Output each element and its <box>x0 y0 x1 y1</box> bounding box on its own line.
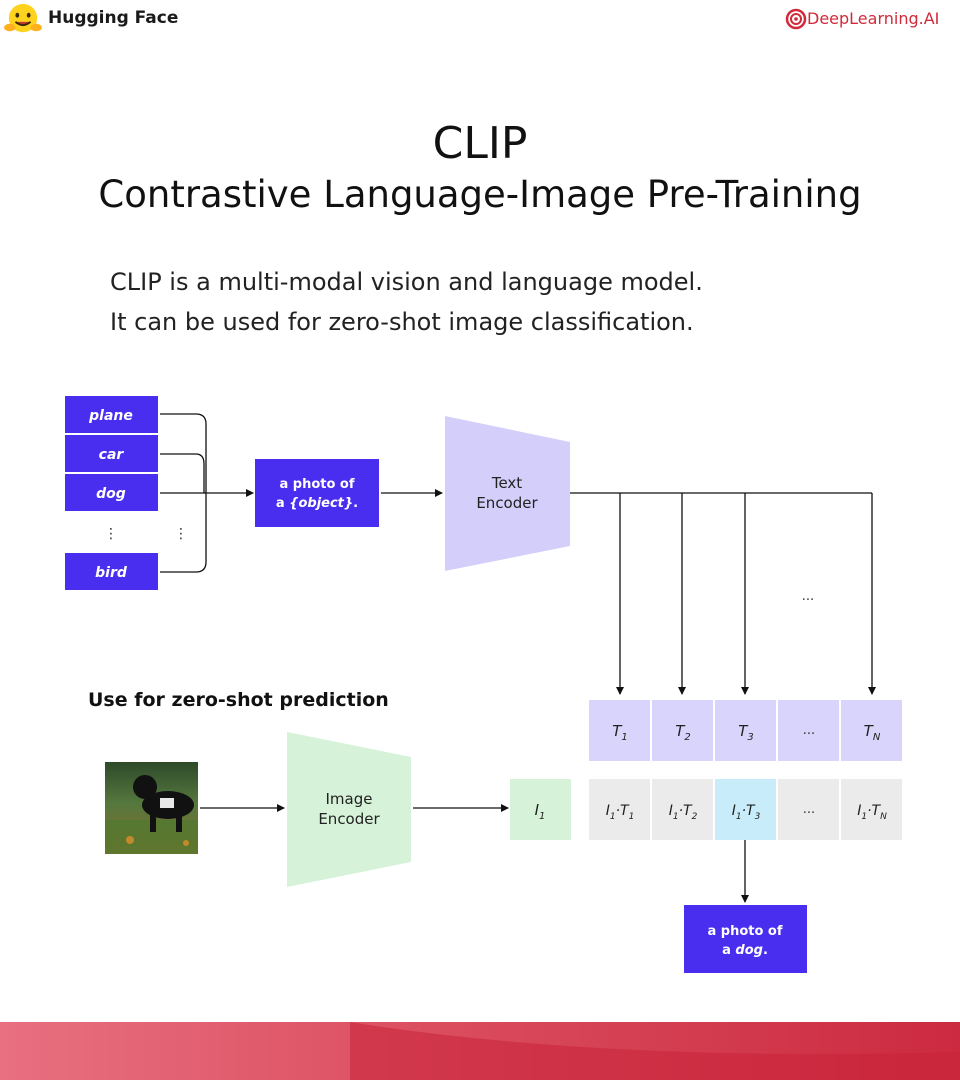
brand-name-hugging-face: Hugging Face <box>48 8 179 28</box>
clip-diagram: plane car dog ⋮ ⋮ bird a photo of a {obj… <box>65 396 902 973</box>
label-box-car: car <box>65 435 158 472</box>
image-encoder: Image Encoder <box>287 732 411 887</box>
text-encoder-line-2: Encoder <box>476 494 538 512</box>
footer-band <box>0 1022 960 1080</box>
dot-cell-n: I1·TN <box>857 803 887 822</box>
label-ellipsis-left: ⋮ <box>104 526 118 542</box>
result-line-1: a photo of <box>707 924 782 939</box>
hugging-face-logo-icon <box>4 3 42 33</box>
result-line-2: a dog. <box>722 943 768 958</box>
prediction-result-box: a photo of a dog. <box>684 905 807 973</box>
label-box-bird: bird <box>65 553 158 590</box>
dog-photo <box>105 762 198 854</box>
t-cell-ellipsis: ... <box>803 723 815 738</box>
dot-cell-1: I1·T1 <box>606 803 635 822</box>
t-cell-2: T2 <box>675 722 691 743</box>
page-title: CLIP <box>432 118 528 169</box>
text-encoder-line-1: Text <box>491 474 522 492</box>
intro-line-1: CLIP is a multi-modal vision and languag… <box>110 268 703 296</box>
zero-shot-heading: Use for zero-shot prediction <box>88 689 389 711</box>
template-line-2: a {object}. <box>276 496 358 511</box>
dot-cell-ellipsis: ... <box>803 802 815 817</box>
dot-cell-2: I1·T2 <box>669 803 698 822</box>
text-encoder: Text Encoder <box>445 416 570 571</box>
label-box-dog: dog <box>65 474 158 511</box>
image-embedding-cell: I1 <box>510 779 571 840</box>
page-subtitle: Contrastive Language-Image Pre-Training <box>98 173 862 216</box>
brand-name-deeplearning: DeepLearning.AI <box>807 9 940 28</box>
label-box-plane: plane <box>65 396 158 433</box>
t-cell-1: T1 <box>612 722 628 743</box>
label-dog-text: dog <box>96 486 126 502</box>
intro-line-2: It can be used for zero-shot image class… <box>110 308 694 336</box>
t-cell-n: TN <box>864 722 881 743</box>
deeplearning-logo-icon <box>785 8 807 30</box>
dot-cell-3-highlighted: I1·T3 <box>732 803 761 822</box>
prompt-template-box: a photo of a {object}. <box>255 459 379 527</box>
template-line-1: a photo of <box>279 477 354 492</box>
image-encoder-line-1: Image <box>326 790 373 808</box>
text-embedding-row: T1 T2 T3 ... TN <box>589 700 902 761</box>
encoder-ellipsis: ... <box>802 589 814 604</box>
label-bird-text: bird <box>95 565 128 581</box>
label-ellipsis-right: ⋮ <box>174 526 188 542</box>
t-cell-3: T3 <box>738 722 754 743</box>
image-encoder-line-2: Encoder <box>318 810 380 828</box>
label-car-text: car <box>99 447 125 463</box>
label-plane-text: plane <box>88 408 133 424</box>
similarity-row: I1·T1 I1·T2 I1·T3 ... I1·TN <box>589 779 902 840</box>
text-embedding-connectors <box>570 492 876 695</box>
svg-text:I1: I1 <box>535 801 546 822</box>
